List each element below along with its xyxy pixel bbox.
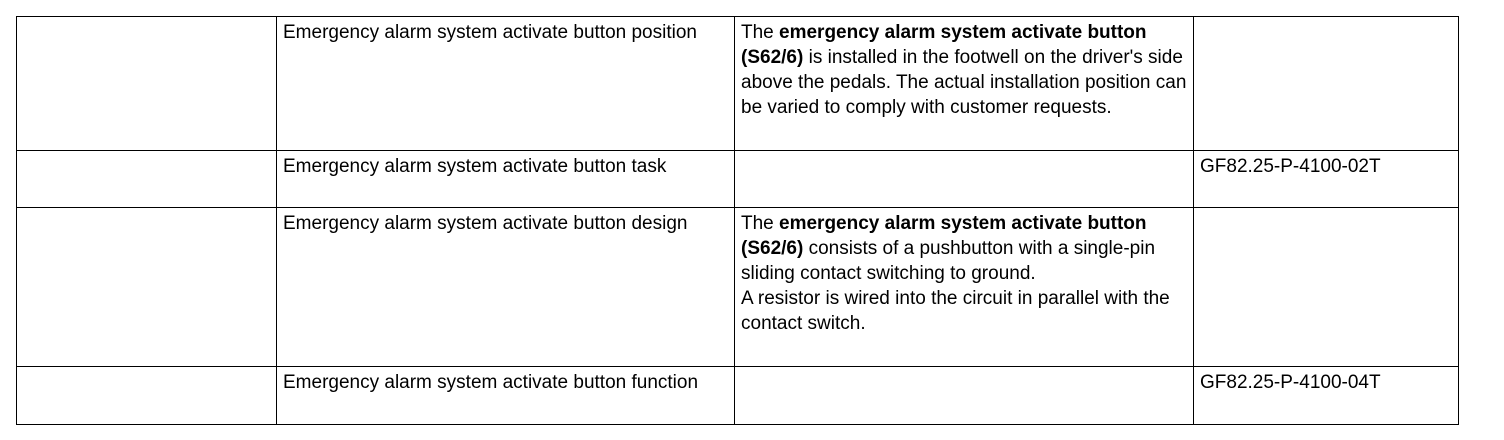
component-name: emergency alarm system activate button (… [741,213,1147,259]
description-cell: The emergency alarm system activate butt… [734,16,1194,151]
reference-link[interactable]: GF82.25-P-4100-02T [1193,150,1459,208]
blank-cell [16,207,277,367]
blank-cell [16,150,277,208]
topic-cell: Emergency alarm system activate button f… [276,366,735,425]
reference-cell [1193,207,1459,367]
document-table: Emergency alarm system activate button p… [16,16,1459,425]
table-row: Emergency alarm system activate button f… [16,366,1459,425]
table-row: Emergency alarm system activate button t… [16,150,1459,208]
description-text-2: A resistor is wired into the circuit in … [741,288,1170,334]
reference-link[interactable]: GF82.25-P-4100-04T [1193,366,1459,425]
description-text: The emergency alarm system activate butt… [741,213,1156,284]
topic-cell: Emergency alarm system activate button d… [276,207,735,367]
description-cell [734,150,1194,208]
description-text: The emergency alarm system activate butt… [741,22,1187,118]
description-cell: The emergency alarm system activate butt… [734,207,1194,367]
topic-cell: Emergency alarm system activate button p… [276,16,735,151]
blank-cell [16,16,277,151]
topic-cell: Emergency alarm system activate button t… [276,150,735,208]
reference-cell [1193,16,1459,151]
component-name: emergency alarm system activate button (… [741,22,1147,68]
table-row: Emergency alarm system activate button p… [16,16,1459,151]
description-cell [734,366,1194,425]
table-row: Emergency alarm system activate button d… [16,207,1459,367]
blank-cell [16,366,277,425]
